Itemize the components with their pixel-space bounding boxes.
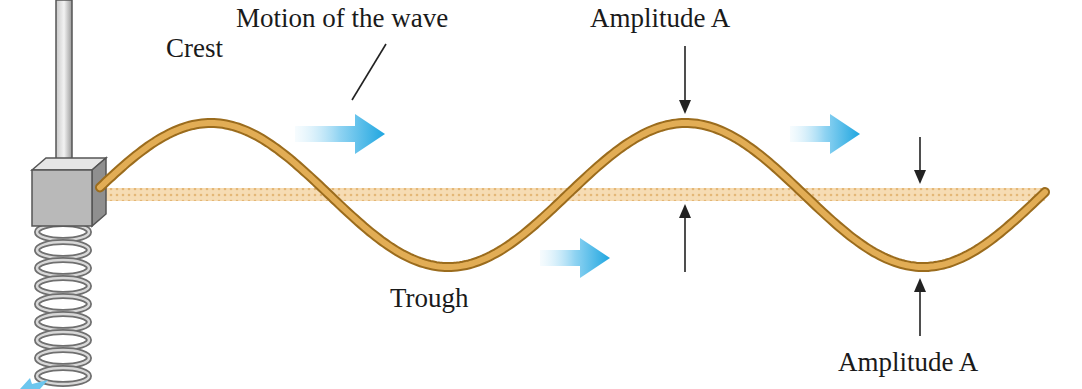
spring-coil bbox=[37, 332, 89, 348]
wave-outline bbox=[100, 123, 1045, 267]
crest-label: Crest bbox=[166, 34, 223, 64]
label-motion: Motion of the wave bbox=[236, 4, 448, 34]
spring-coil bbox=[37, 314, 89, 330]
spring bbox=[37, 224, 89, 384]
leader-line bbox=[352, 44, 386, 100]
spring-coil bbox=[37, 278, 89, 294]
amplitude-label: Amplitude A bbox=[838, 348, 978, 378]
spring-coil bbox=[37, 278, 89, 294]
spring-coil bbox=[37, 296, 89, 312]
motion-arrows bbox=[295, 114, 860, 278]
spring-coil bbox=[37, 332, 89, 348]
spring-coil bbox=[37, 350, 89, 366]
amplitude-arrows bbox=[679, 46, 926, 336]
spring-coil bbox=[37, 296, 89, 312]
wave bbox=[100, 123, 1045, 267]
spring-coil bbox=[37, 260, 89, 276]
spring-coil bbox=[37, 242, 89, 258]
spring-coil bbox=[37, 260, 89, 276]
trough-label: Trough bbox=[390, 284, 469, 314]
spring-coil bbox=[37, 314, 89, 330]
amplitude-label: Amplitude A bbox=[590, 4, 730, 34]
spring-coil bbox=[37, 350, 89, 366]
driver-rod bbox=[56, 0, 72, 168]
driver-block bbox=[32, 158, 106, 226]
spring-coil bbox=[37, 242, 89, 258]
motion-arrow bbox=[20, 378, 48, 389]
